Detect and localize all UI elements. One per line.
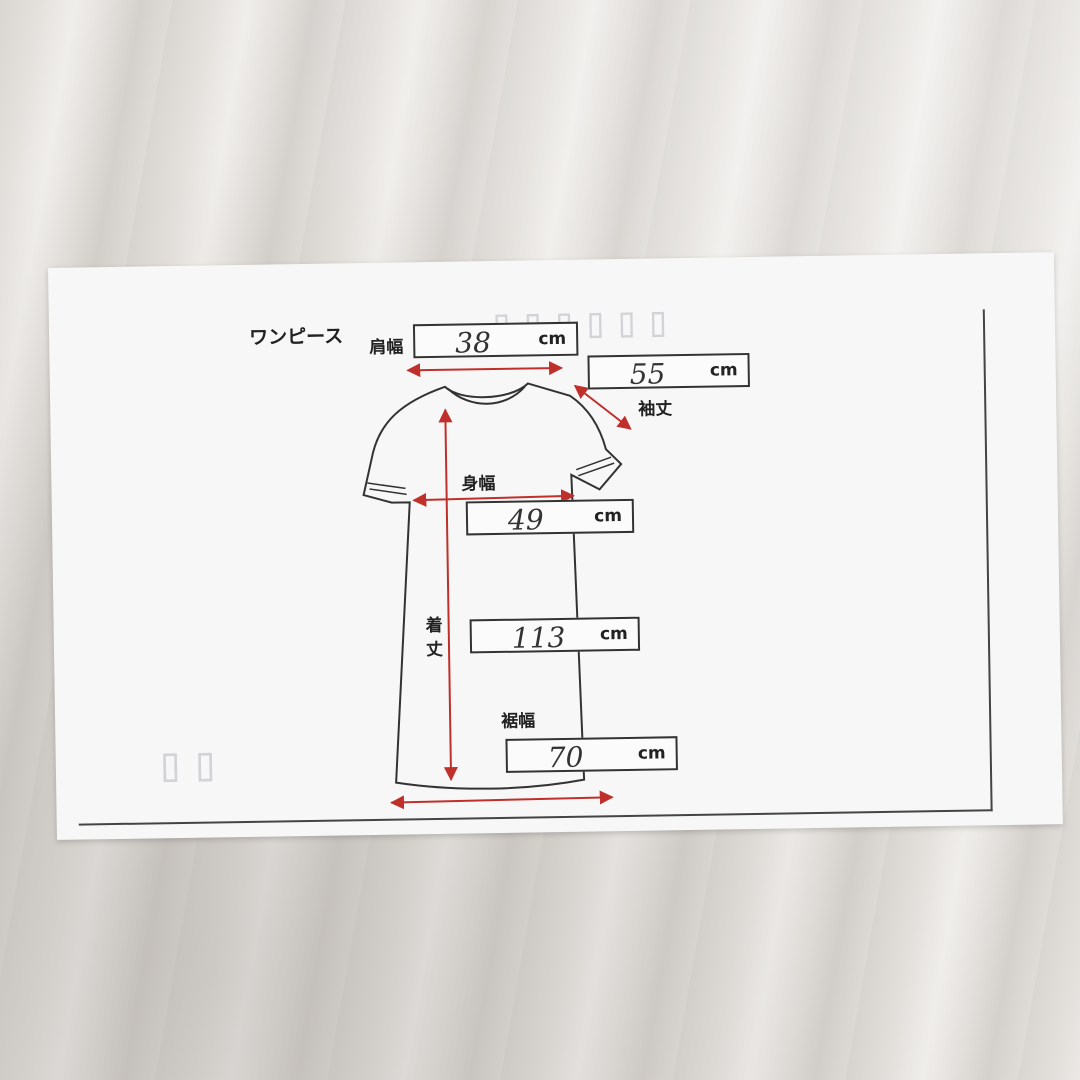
right-sleeve-hem — [575, 456, 615, 477]
shoulder-unit: cm — [538, 328, 567, 350]
length-unit: cm — [599, 623, 628, 645]
hem-unit: cm — [637, 743, 666, 764]
length-value: 113 — [511, 620, 566, 655]
chest-field: 49 cm — [465, 498, 635, 537]
hem-value: 70 — [547, 740, 584, 775]
hem-label: 裾幅 — [501, 711, 536, 732]
sleeve-field: 55 cm — [587, 352, 750, 391]
chest-value: 49 — [507, 503, 544, 537]
left-sleeve-hem — [367, 482, 407, 496]
dress-neckline — [447, 385, 526, 405]
sleeve-label: 袖丈 — [638, 399, 673, 420]
garment-title: ワンピース — [248, 325, 344, 349]
length-field: 113 cm — [469, 616, 641, 655]
length-arrow — [438, 408, 458, 782]
size-chart-paper: ▯▯▯▯▯▯ ▯▯ ワンピース 肩幅 38 cm 55 cm 袖丈 身幅 49 … — [48, 252, 1063, 840]
length-label: 着丈 — [425, 615, 444, 661]
chest-label: 身幅 — [461, 473, 496, 495]
sleeve-arrow — [573, 384, 632, 430]
shoulder-arrow — [406, 361, 564, 378]
shoulder-label: 肩幅 — [369, 337, 404, 358]
sleeve-value: 55 — [629, 357, 666, 391]
shoulder-value: 38 — [454, 326, 492, 360]
sleeve-unit: cm — [709, 360, 738, 381]
hem-field: 70 cm — [505, 736, 678, 775]
chest-unit: cm — [594, 506, 623, 527]
dress-outline — [362, 382, 623, 790]
shoulder-field: 38 cm — [412, 321, 579, 360]
dress-diagram — [362, 361, 632, 810]
hem-arrow — [390, 790, 614, 810]
